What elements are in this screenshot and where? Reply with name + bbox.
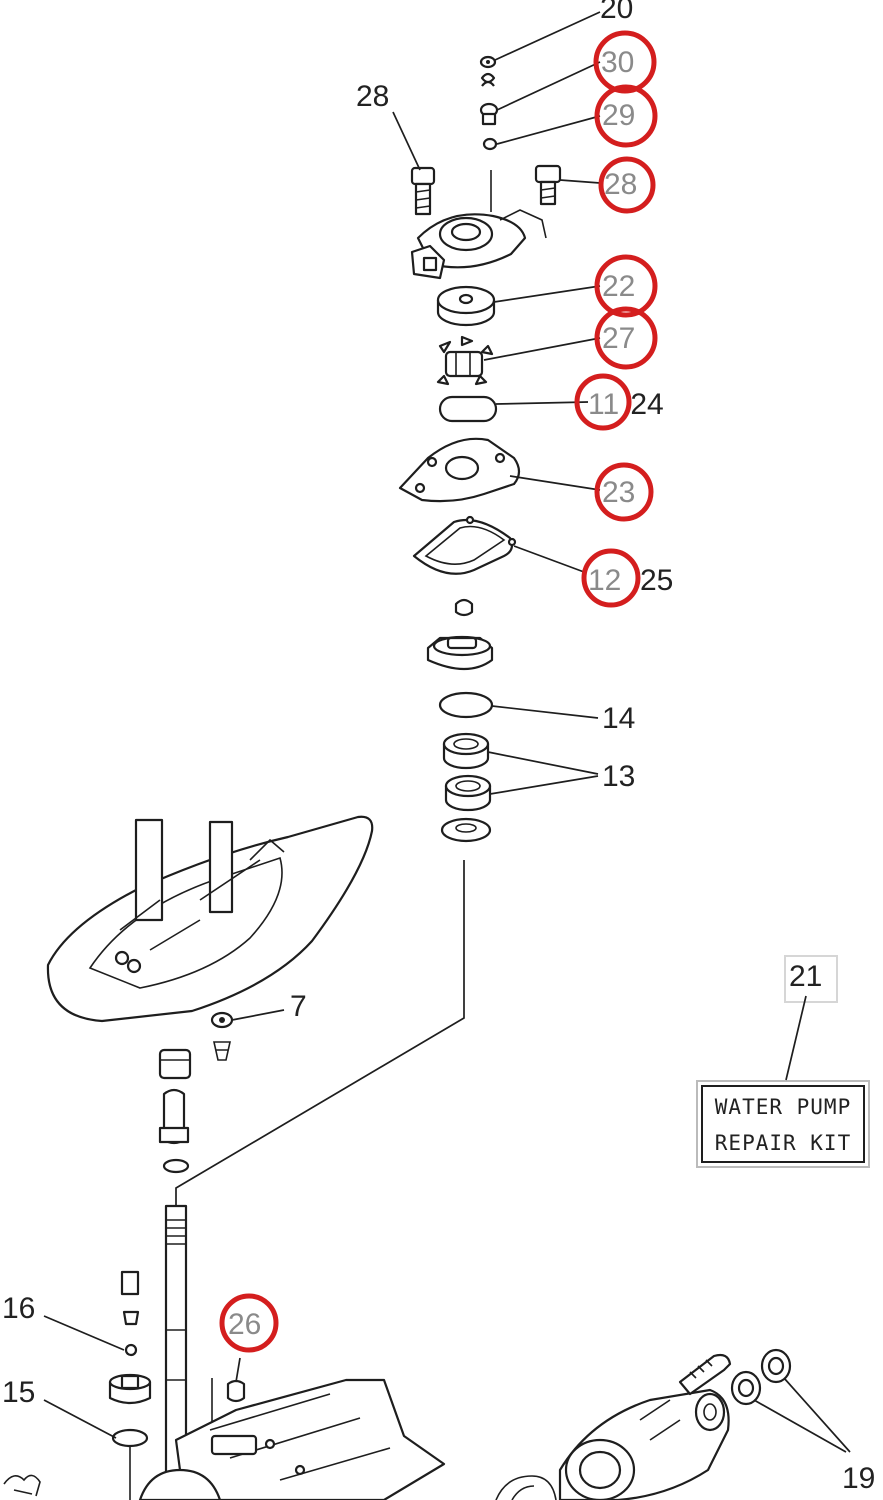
impeller <box>436 335 494 386</box>
leader-28-left <box>392 111 421 171</box>
leader-7 <box>231 1009 285 1021</box>
seal-upper <box>442 732 490 770</box>
outer-plate <box>398 437 521 503</box>
callout-19: 19 <box>842 1462 875 1495</box>
kit-line-2: REPAIR KIT <box>715 1131 851 1155</box>
plate-gasket <box>412 515 517 575</box>
highlight-rings <box>219 30 658 1353</box>
leader-27 <box>483 337 601 361</box>
leader-13-b <box>489 775 599 795</box>
label-21-box <box>784 955 838 1003</box>
oring-bottom <box>495 1475 557 1500</box>
leader-26 <box>235 1357 241 1383</box>
leader-29 <box>496 115 601 145</box>
highlight-ring-11 <box>574 373 632 431</box>
highlight-ring-30 <box>593 30 657 94</box>
seals-19 <box>730 1348 792 1406</box>
water-pump-repair-kit-box: WATER PUMP REPAIR KIT <box>696 1080 870 1168</box>
leader-28-right <box>559 179 601 184</box>
leader-19-b <box>783 1377 851 1453</box>
pump-housing <box>410 209 547 280</box>
callout-28-right: 28 <box>604 168 637 201</box>
fragment-bottom-left <box>3 1474 41 1497</box>
leader-12 <box>513 545 585 573</box>
callout-26: 26 <box>228 1308 261 1341</box>
highlight-ring-23 <box>594 462 654 522</box>
small-bushing-16 <box>108 1270 152 1405</box>
callout-13: 13 <box>602 760 635 793</box>
callout-27: 27 <box>602 322 635 355</box>
callout-25: 25 <box>640 564 673 597</box>
callout-29: 29 <box>602 99 635 132</box>
leader-15 <box>43 1399 117 1439</box>
callout-7: 7 <box>290 990 307 1023</box>
leader-11 <box>495 401 589 405</box>
driveshaft-routing-line <box>175 860 465 1210</box>
pin-26 <box>226 1379 246 1403</box>
part-small-stack <box>479 55 499 212</box>
washer-nut-7 <box>210 1011 234 1061</box>
callout-23: 23 <box>602 476 635 509</box>
bearing-housing <box>558 1353 732 1500</box>
highlight-ring-12 <box>581 548 641 608</box>
callout-14: 14 <box>602 702 635 735</box>
callout-15: 15 <box>2 1376 35 1409</box>
callout-12: 12 <box>588 564 621 597</box>
oring-gasket <box>438 395 498 423</box>
highlight-ring-27 <box>594 306 658 370</box>
washer <box>440 817 492 843</box>
leader-21 <box>785 995 807 1081</box>
leader-22 <box>493 285 601 303</box>
leader-16 <box>43 1315 125 1351</box>
leader-14 <box>491 705 599 719</box>
lower-gearcase <box>138 1378 446 1500</box>
oring-14 <box>438 691 494 719</box>
highlight-ring-29 <box>594 84 658 148</box>
leader-19-a <box>753 1399 847 1453</box>
bushing-stack <box>158 1048 192 1174</box>
callout-11: 11 <box>588 388 619 421</box>
upper-casing <box>46 815 374 1023</box>
highlight-ring-22 <box>594 254 658 318</box>
callout-16: 16 <box>2 1292 35 1325</box>
callout-28-left: 28 <box>356 80 389 113</box>
bolt-right <box>534 164 562 206</box>
key-and-cartridge <box>426 598 494 670</box>
callout-20: 20 <box>600 0 633 25</box>
leader-23 <box>509 475 601 491</box>
oring-15 <box>111 1428 149 1448</box>
bolt-left <box>410 166 436 216</box>
callout-22: 22 <box>602 270 635 303</box>
leader-13-a <box>487 751 599 775</box>
leader-20 <box>494 11 601 61</box>
callout-21: 21 <box>789 960 822 993</box>
highlight-ring-28 <box>598 156 656 214</box>
kit-line-1: WATER PUMP <box>715 1095 851 1119</box>
seal-lower <box>444 774 492 812</box>
drive-shaft <box>164 1204 188 1500</box>
callout-30: 30 <box>601 46 634 79</box>
leader-30 <box>496 61 601 111</box>
highlight-ring-26 <box>219 1293 279 1353</box>
pump-insert <box>436 285 496 327</box>
